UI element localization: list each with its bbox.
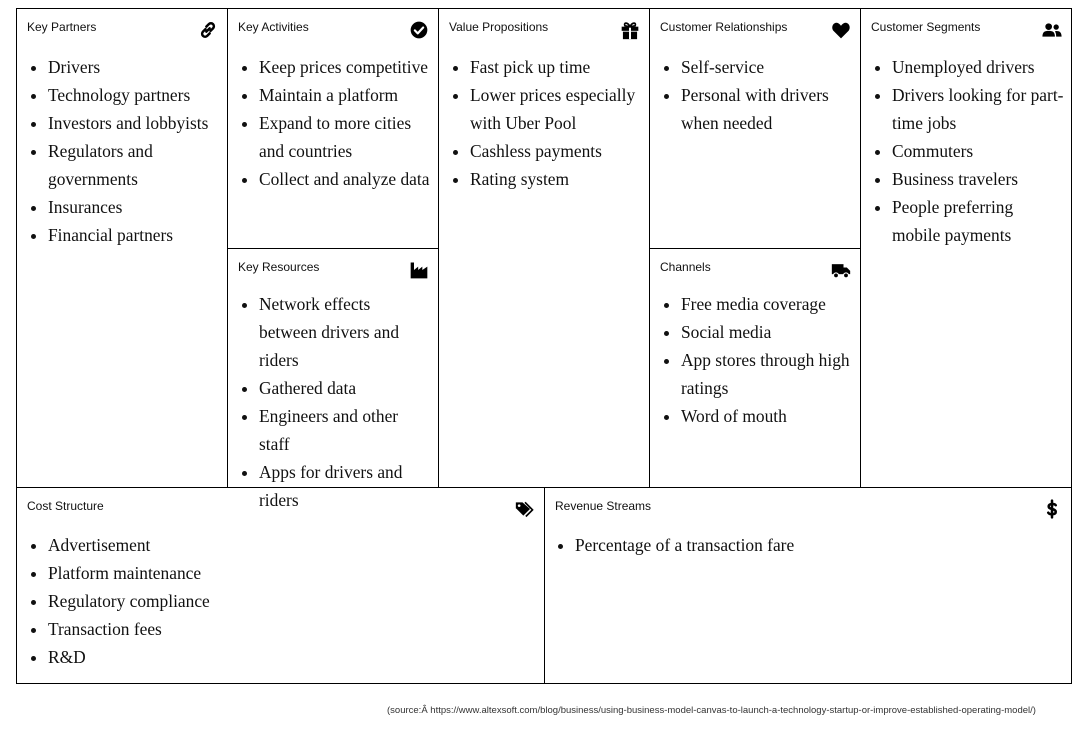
- divider: [544, 488, 545, 683]
- list-item: Word of mouth: [681, 402, 854, 430]
- gift-icon: [619, 19, 641, 41]
- link-icon: [197, 19, 219, 41]
- customer-relationships-block: Customer Relationships Self-service Pers…: [650, 9, 860, 248]
- list-item: Drivers: [48, 53, 221, 81]
- customer-relationships-title: Customer Relationships: [660, 20, 788, 34]
- dollar-icon: [1041, 498, 1063, 520]
- list-item: Transaction fees: [48, 615, 210, 643]
- divider: [860, 9, 861, 487]
- list-item: Technology partners: [48, 81, 221, 109]
- list-item: Regulatory compliance: [48, 587, 210, 615]
- channels-title: Channels: [660, 260, 711, 274]
- revenue-streams-list: Percentage of a transaction fare: [545, 531, 800, 559]
- list-item: Free media coverage: [681, 290, 854, 318]
- list-item: Social media: [681, 318, 854, 346]
- list-item: Personal with drivers when needed: [681, 81, 854, 137]
- list-item: Collect and analyze data: [259, 165, 432, 193]
- list-item: Expand to more cities and countries: [259, 109, 432, 165]
- list-item: Percentage of a transaction fare: [575, 531, 794, 559]
- list-item: Gathered data: [259, 374, 432, 402]
- list-item: Financial partners: [48, 221, 221, 249]
- users-icon: [1041, 19, 1063, 41]
- list-item: Regulators and governments: [48, 137, 221, 193]
- list-item: Insurances: [48, 193, 221, 221]
- key-partners-title: Key Partners: [27, 20, 97, 34]
- list-item: People preferring mobile payments: [892, 193, 1065, 249]
- divider: [438, 9, 439, 487]
- channels-block: Channels Free media coverage Social medi…: [650, 249, 860, 487]
- list-item: Platform maintenance: [48, 559, 210, 587]
- list-item: Commuters: [892, 137, 1065, 165]
- key-activities-list: Keep prices competitive Maintain a platf…: [228, 53, 438, 193]
- list-item: Drivers looking for part-time jobs: [892, 81, 1065, 137]
- cost-structure-title: Cost Structure: [27, 499, 104, 513]
- list-item: Engineers and other staff: [259, 402, 432, 458]
- key-partners-block: Key Partners Drivers Technology partners…: [17, 9, 227, 487]
- key-resources-block: Key Resources Network effects between dr…: [228, 249, 438, 510]
- divider: [649, 9, 650, 487]
- customer-segments-title: Customer Segments: [871, 20, 981, 34]
- tags-icon: [514, 498, 536, 520]
- value-propositions-list: Fast pick up time Lower prices especiall…: [439, 53, 649, 193]
- cost-structure-list: Advertisement Platform maintenance Regul…: [17, 531, 216, 671]
- list-item: R&D: [48, 643, 210, 671]
- list-item: Rating system: [470, 165, 643, 193]
- value-propositions-block: Value Propositions Fast pick up time Low…: [439, 9, 649, 487]
- heart-icon: [830, 19, 852, 41]
- customer-relationships-list: Self-service Personal with drivers when …: [650, 53, 860, 137]
- key-activities-block: Key Activities Keep prices competitive M…: [228, 9, 438, 248]
- list-item: Fast pick up time: [470, 53, 643, 81]
- list-item: Self-service: [681, 53, 854, 81]
- key-resources-title: Key Resources: [238, 260, 320, 274]
- key-partners-list: Drivers Technology partners Investors an…: [17, 53, 227, 249]
- revenue-streams-title: Revenue Streams: [555, 499, 652, 513]
- channels-list: Free media coverage Social media App sto…: [650, 290, 860, 430]
- list-item: Lower prices especially with Uber Pool: [470, 81, 643, 137]
- list-item: Apps for drivers and riders: [259, 458, 432, 514]
- list-item: Advertisement: [48, 531, 210, 559]
- customer-segments-block: Customer Segments Unemployed drivers Dri…: [861, 9, 1071, 487]
- business-model-canvas: Key Partners Drivers Technology partners…: [16, 8, 1072, 684]
- divider: [228, 248, 438, 249]
- key-resources-list: Network effects between drivers and ride…: [228, 290, 438, 514]
- source-note: (source:Â https://www.altexsoft.com/blog…: [387, 705, 1036, 716]
- value-propositions-title: Value Propositions: [449, 20, 549, 34]
- list-item: Keep prices competitive: [259, 53, 432, 81]
- truck-icon: [830, 259, 852, 281]
- factory-icon: [408, 259, 430, 281]
- list-item: Network effects between drivers and ride…: [259, 290, 432, 374]
- customer-segments-list: Unemployed drivers Drivers looking for p…: [861, 53, 1071, 249]
- key-activities-title: Key Activities: [238, 20, 309, 34]
- list-item: Cashless payments: [470, 137, 643, 165]
- list-item: Business travelers: [892, 165, 1065, 193]
- divider: [227, 9, 228, 487]
- divider: [17, 487, 1071, 488]
- list-item: Unemployed drivers: [892, 53, 1065, 81]
- list-item: App stores through high ratings: [681, 346, 854, 402]
- cost-structure-block: Cost Structure Advertisement Platform ma…: [17, 488, 544, 683]
- divider: [650, 248, 860, 249]
- list-item: Investors and lobbyists: [48, 109, 221, 137]
- check-circle-icon: [408, 19, 430, 41]
- list-item: Maintain a platform: [259, 81, 432, 109]
- revenue-streams-block: Revenue Streams Percentage of a transact…: [545, 488, 1071, 683]
